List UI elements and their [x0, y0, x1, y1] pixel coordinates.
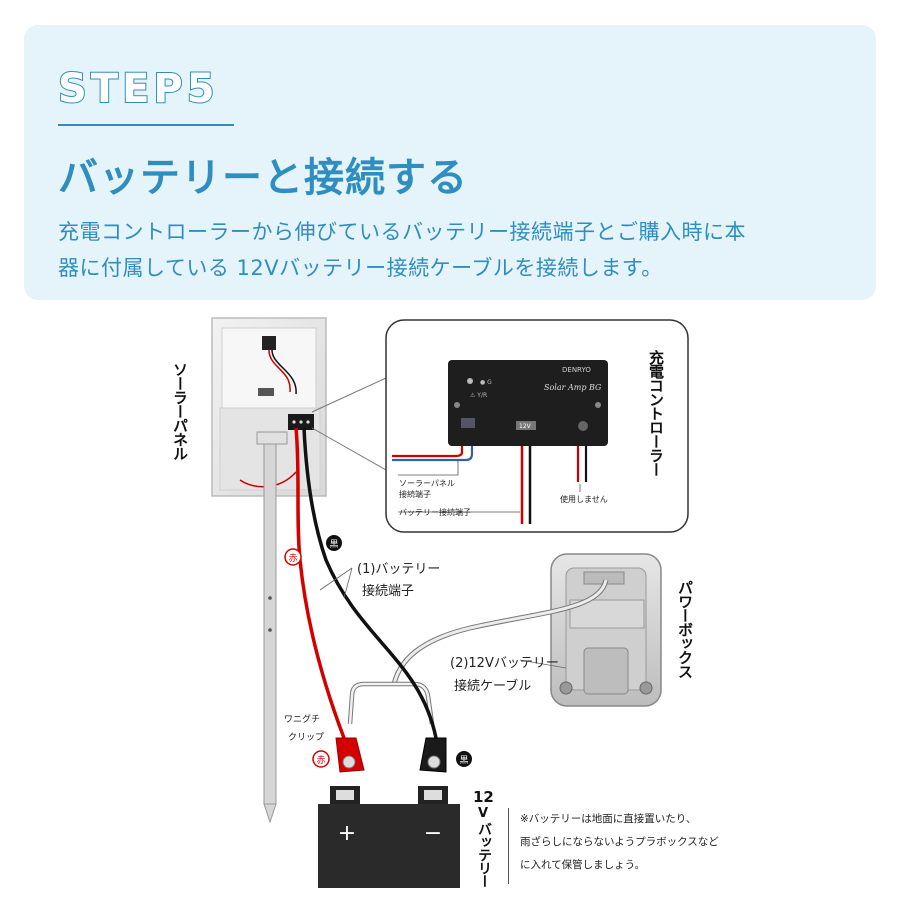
- label-1-line2: 接続端子: [362, 584, 415, 599]
- battery-note: ※バッテリーは地面に直接置いたり、 雨ざらしにならないようプラボックスなど に入…: [520, 808, 719, 877]
- step-label: STEP5: [57, 65, 219, 113]
- clip-red: [335, 737, 365, 773]
- battery-plus: +: [338, 821, 356, 846]
- step-underline: [58, 124, 234, 126]
- badge-black-clip: 黒: [456, 751, 472, 767]
- clip-label-line2: クリップ: [288, 733, 325, 743]
- battery-label-text: バッテリー: [476, 822, 492, 887]
- solar-panel-label: ソーラーパネル: [171, 362, 189, 460]
- svg-text:黒: 黒: [329, 539, 338, 550]
- note-divider: [508, 808, 509, 884]
- controller-brand: DENRYO: [562, 366, 591, 374]
- ground-stake: [256, 431, 288, 824]
- controller-label: 充電コントローラー: [647, 350, 665, 476]
- badge-red-clip: 赤: [312, 750, 330, 768]
- battery-label-v: V: [478, 806, 489, 821]
- svg-text:赤: 赤: [288, 553, 297, 564]
- callout-battery-terminal: バッテリー接続端子: [399, 507, 471, 517]
- badge-red-top: 赤: [284, 548, 302, 566]
- note-line-3: に入れて保管しましょう。: [520, 859, 646, 871]
- label-2-line1: (2)12Vバッテリー: [450, 656, 559, 671]
- badge-black-top: 黒: [326, 535, 342, 551]
- label-1-line1: (1)バッテリー: [357, 562, 441, 577]
- svg-text:⚠ Y/R: ⚠ Y/R: [470, 392, 487, 399]
- controller-callout: ● G ⚠ Y/R DENRYO Solar Amp BG 12V: [385, 319, 689, 533]
- controller-12v-label: 12V: [519, 423, 532, 430]
- svg-text:赤: 赤: [316, 755, 325, 766]
- page-title: バッテリーと接続する: [58, 155, 468, 201]
- description: 充電コントローラーから伸びているバッテリー接続端子とご購入時に本 器に付属してい…: [58, 214, 868, 286]
- description-line-2: 器に付属している 12Vバッテリー接続ケーブルを接続します。: [58, 256, 663, 280]
- clip-black: [419, 737, 447, 773]
- power-box-label: パワーボックス: [676, 580, 694, 678]
- header-card: [24, 25, 876, 300]
- description-line-1: 充電コントローラーから伸びているバッテリー接続端子とご購入時に本: [58, 220, 746, 244]
- clip-label-line1: ワニグチ: [284, 715, 321, 725]
- power-box: [550, 553, 662, 707]
- battery-12v: [318, 786, 460, 888]
- battery-label-num: 12: [473, 788, 494, 806]
- svg-text:黒: 黒: [459, 755, 468, 766]
- svg-text:● G: ● G: [480, 379, 492, 386]
- note-line-1: ※バッテリーは地面に直接置いたり、: [520, 813, 697, 825]
- controller-model: Solar Amp BG: [544, 383, 602, 392]
- label-2-line2: 接続ケーブル: [454, 679, 532, 694]
- note-line-2: 雨ざらしにならないようプラボックスなど: [520, 836, 719, 848]
- callout-solar-terminal-2: 接続端子: [399, 489, 431, 499]
- battery-minus: −: [424, 821, 442, 846]
- callout-solar-terminal: ソーラーパネル: [399, 479, 455, 488]
- callout-unused: 使用しません: [560, 494, 608, 504]
